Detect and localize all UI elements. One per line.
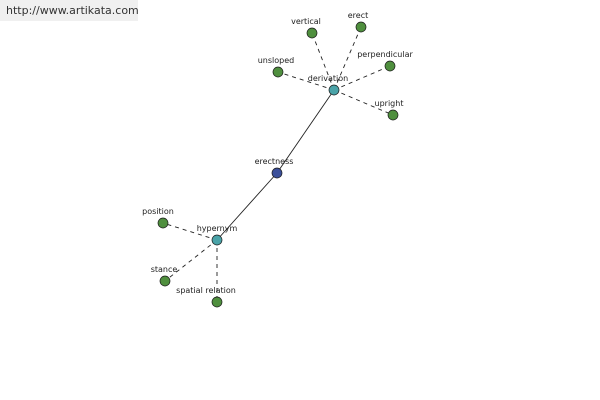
- edge-erectness-hypernym: [216, 172, 278, 241]
- label-upright: upright: [375, 99, 404, 108]
- edge-erectness-derivation: [276, 89, 335, 174]
- node-erect[interactable]: [355, 21, 367, 33]
- node-position[interactable]: [157, 217, 169, 229]
- label-unsloped: unsloped: [258, 56, 295, 65]
- label-stance: stance: [151, 265, 178, 274]
- label-hypernym: hypernym: [197, 224, 238, 233]
- node-hypernym[interactable]: [211, 234, 223, 246]
- edge-derivation-vertical: [311, 32, 335, 91]
- label-erectness: erectness: [255, 157, 294, 166]
- nodes-layer: [157, 21, 399, 308]
- node-erectness[interactable]: [271, 167, 283, 179]
- edge-derivation-perpendicular: [333, 65, 391, 91]
- edge-derivation-erect: [333, 26, 362, 91]
- node-unsloped[interactable]: [272, 66, 284, 78]
- site-url-link[interactable]: http://www.artikata.com: [6, 4, 139, 17]
- node-stance[interactable]: [159, 275, 171, 287]
- node-perpendicular[interactable]: [384, 60, 396, 72]
- node-vertical[interactable]: [306, 27, 318, 39]
- edge-hypernym-position: [162, 222, 218, 241]
- edge-derivation-upright: [333, 89, 394, 116]
- label-spatial-relation: spatial relation: [176, 286, 236, 295]
- label-perpendicular: perpendicular: [357, 50, 413, 59]
- label-vertical: vertical: [291, 17, 321, 26]
- edge-derivation-unsloped: [277, 71, 335, 91]
- label-position: position: [142, 207, 174, 216]
- edges-layer: [162, 26, 394, 302]
- node-upright[interactable]: [387, 109, 399, 121]
- label-derivation: derivation: [308, 74, 348, 83]
- url-banner: http://www.artikata.com: [0, 0, 139, 21]
- node-spatial-relation[interactable]: [211, 296, 223, 308]
- labels-layer: vertical erect unsloped perpendicular uprigh…: [142, 11, 413, 295]
- label-erect: erect: [348, 11, 369, 20]
- edge-hypernym-stance: [164, 239, 218, 282]
- node-derivation[interactable]: [328, 84, 340, 96]
